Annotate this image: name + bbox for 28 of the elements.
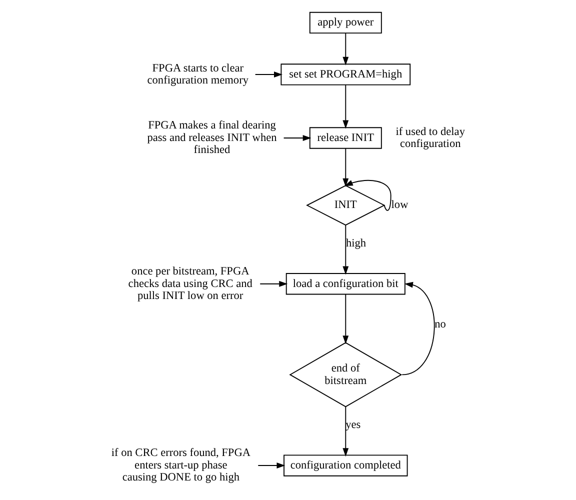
edge-label: no bbox=[434, 318, 446, 330]
arrow bbox=[402, 282, 435, 376]
node-diamond: end of bitstream bbox=[289, 342, 402, 408]
node-box: load a configuration bit bbox=[286, 273, 406, 295]
node-text: if on CRC errors found, FPGA enters start-up phase causing DONE to go high bbox=[111, 447, 251, 484]
arrow bbox=[344, 180, 392, 211]
edge-label: high bbox=[346, 237, 366, 250]
arrow bbox=[342, 294, 349, 344]
arrow bbox=[342, 84, 349, 129]
node-box: set set PROGRAM=high bbox=[280, 64, 411, 86]
node-text: once per bitstream, FPGA checks data using CRC and pulls INIT low on error bbox=[128, 266, 252, 302]
edge-label: yes bbox=[346, 418, 361, 431]
node-text: FPGA makes a final dearing pass and releases INIT when finished bbox=[147, 120, 277, 156]
arrow bbox=[254, 72, 282, 78]
arrow bbox=[283, 135, 312, 141]
node-box: configuration completed bbox=[284, 454, 408, 476]
edge-label: low bbox=[391, 199, 408, 212]
node-text: FPGA starts to clear configuration memory bbox=[147, 62, 248, 87]
node-box: release INIT bbox=[309, 127, 382, 149]
arrow bbox=[258, 462, 286, 468]
arrow bbox=[342, 224, 349, 275]
arrow bbox=[342, 148, 349, 187]
arrow bbox=[342, 32, 349, 66]
node-diamond: INIT bbox=[306, 185, 386, 226]
arrow bbox=[342, 406, 349, 457]
node-label: if used to delay configuration bbox=[396, 126, 465, 150]
node-box: apply power bbox=[309, 12, 382, 34]
arrow bbox=[260, 280, 288, 287]
